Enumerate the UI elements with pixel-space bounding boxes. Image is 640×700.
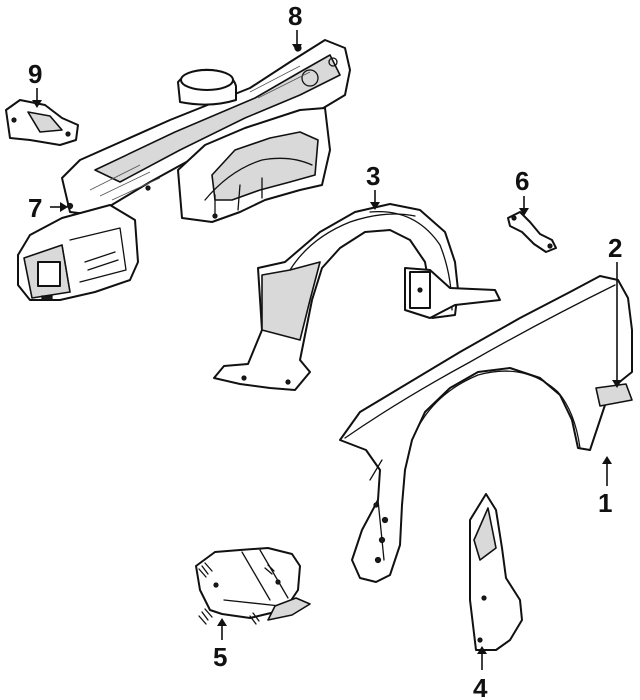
fender-panel — [339, 275, 633, 583]
fender-liner-splash-shield — [213, 203, 501, 391]
callout-4: 4 — [473, 673, 488, 700]
callout-8: 8 — [288, 1, 302, 31]
callout-9: 9 — [28, 59, 42, 89]
callout-5: 5 — [213, 642, 227, 672]
support-brace — [507, 211, 557, 253]
callout-6: 6 — [515, 166, 529, 196]
callout-7: 7 — [28, 193, 42, 223]
side-marker-lamp — [595, 383, 633, 407]
apron-rail-assembly — [5, 39, 351, 301]
leaders — [32, 30, 622, 670]
callout-1: 1 — [598, 488, 612, 518]
callout-labels: 8 9 7 3 6 2 1 4 5 — [28, 1, 622, 700]
callout-2: 2 — [608, 233, 622, 263]
shield-bracket-with-studs — [195, 547, 311, 625]
mud-flap-shield — [469, 493, 523, 651]
callout-3: 3 — [366, 161, 380, 191]
stud-fasteners — [198, 562, 281, 625]
